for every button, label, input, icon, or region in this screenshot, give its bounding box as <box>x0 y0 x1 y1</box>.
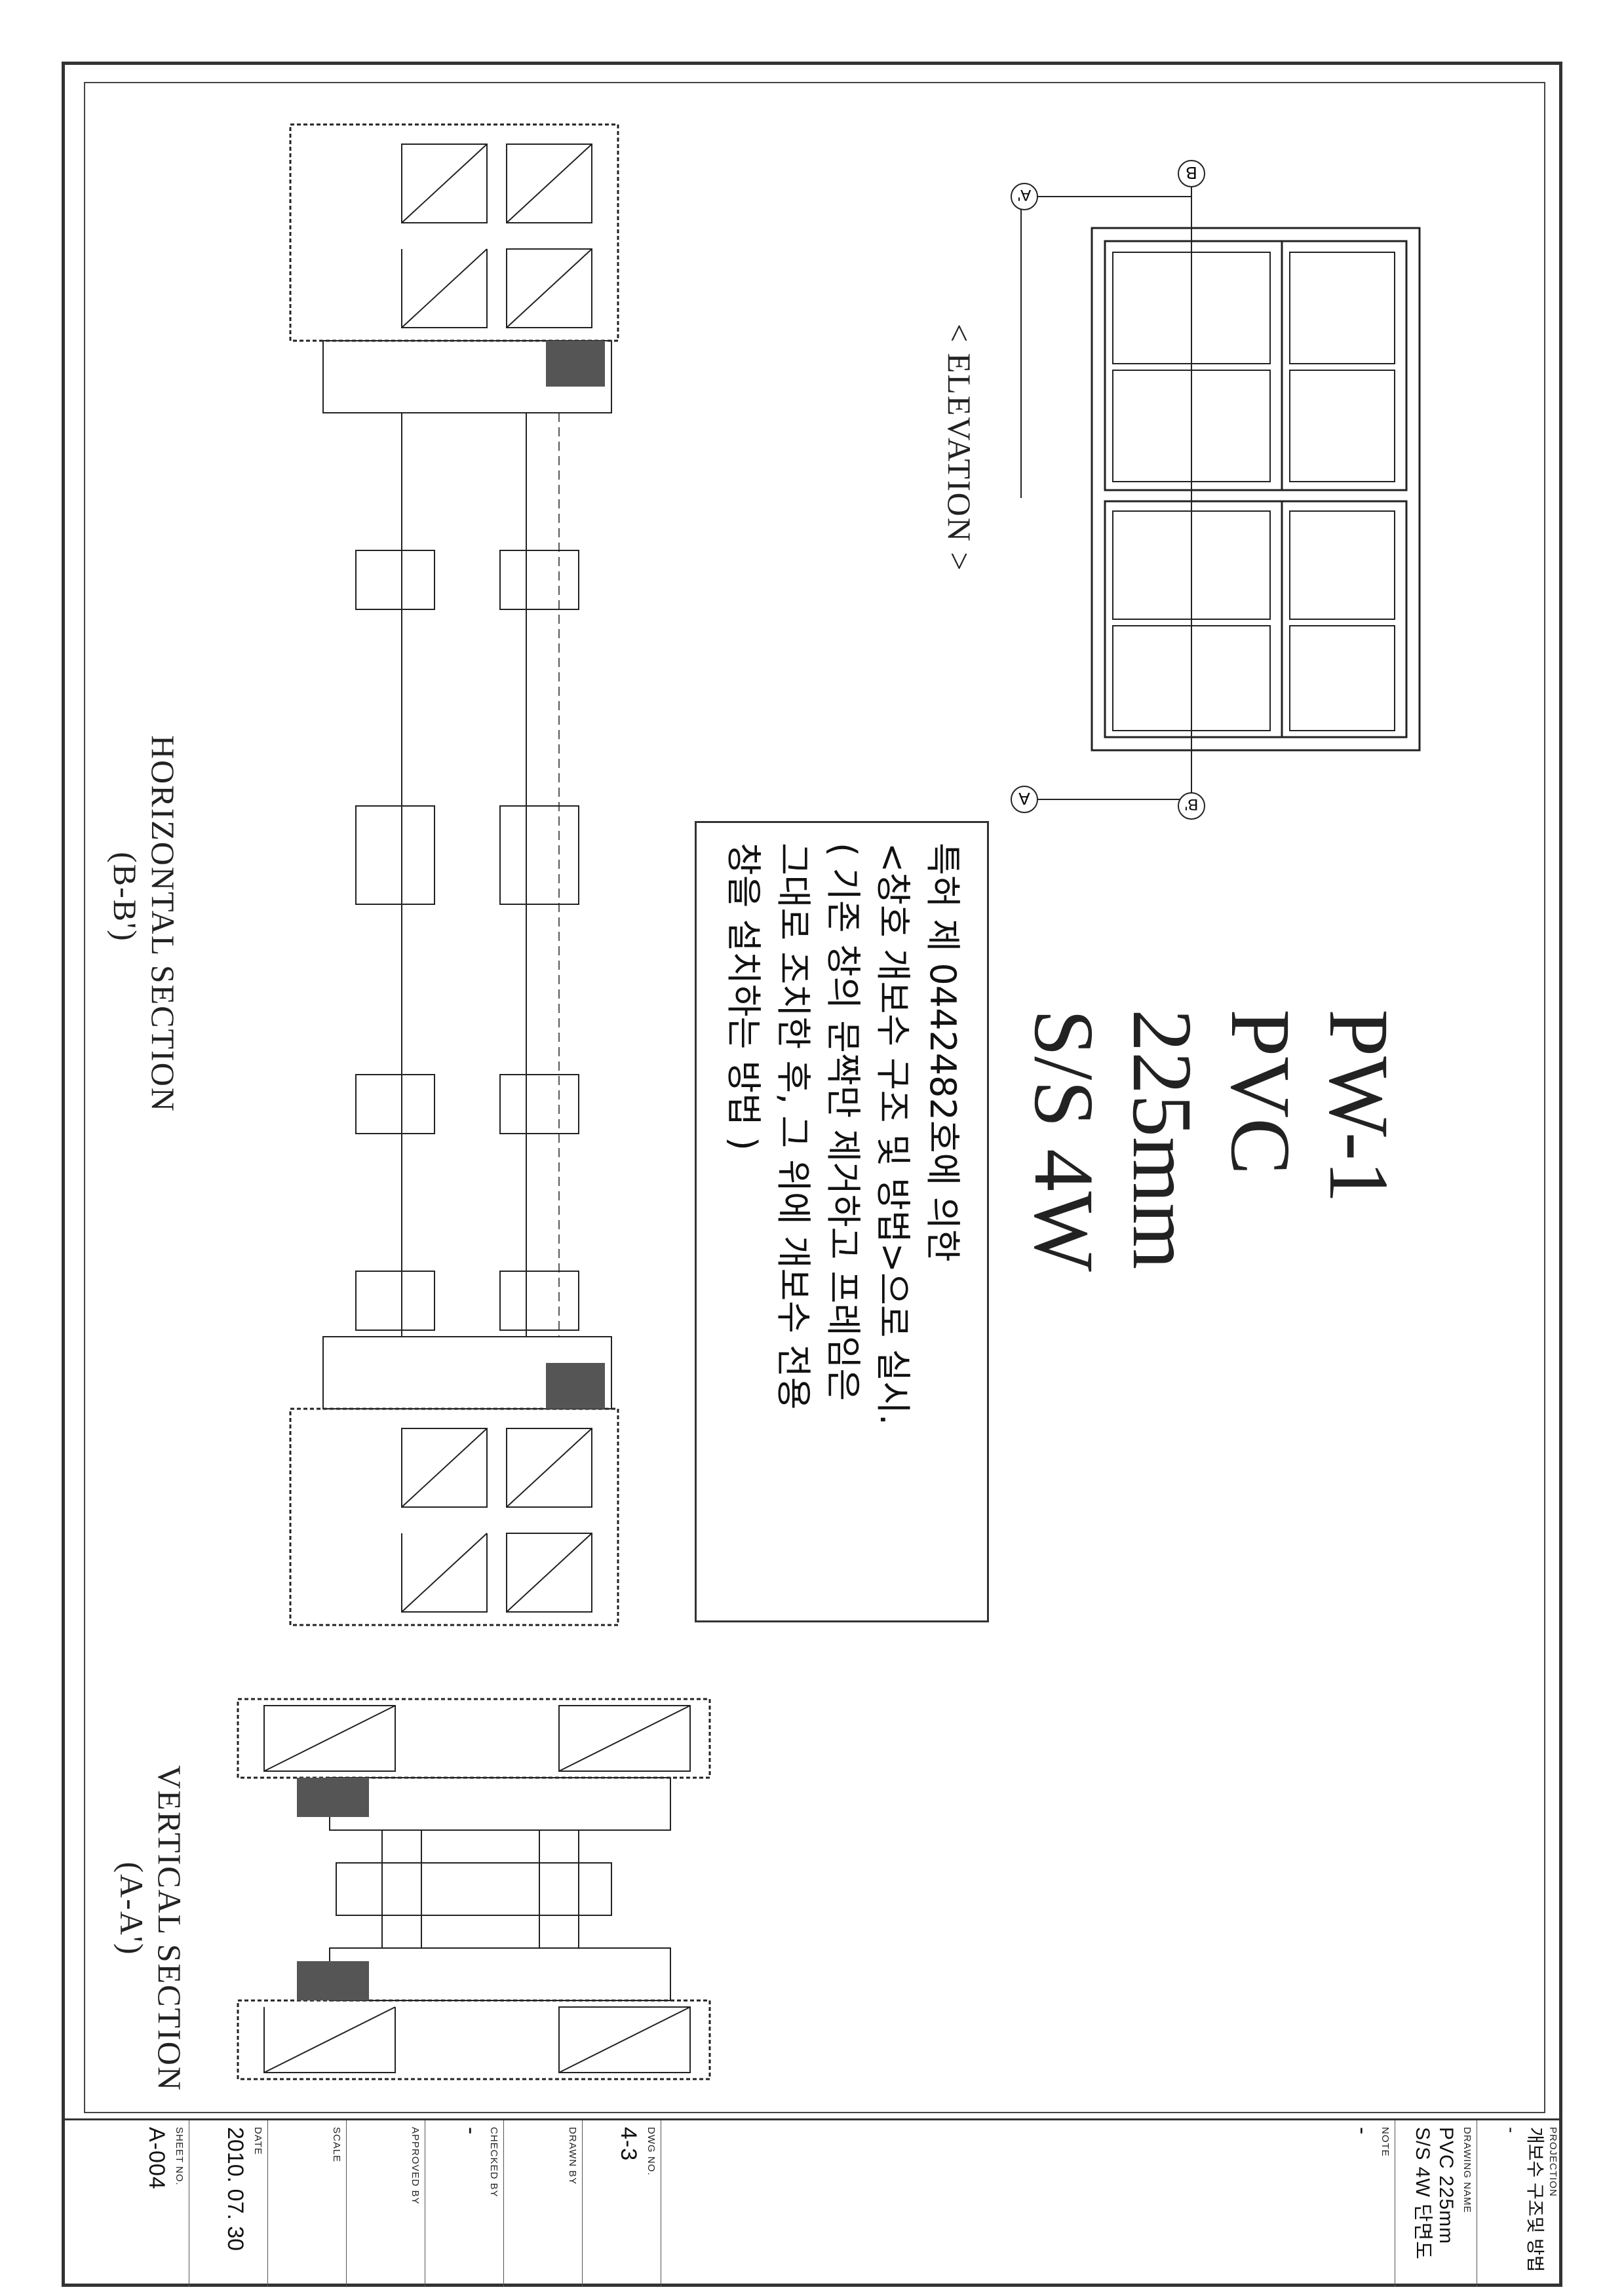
note-label: NOTE <box>1380 2127 1391 2157</box>
scale-label: SCALE <box>331 2127 342 2163</box>
title-line: 225mm <box>1115 1009 1209 1270</box>
drawing-name-label: DRAWING NAME <box>1461 2127 1473 2213</box>
title-line: S/S 4W <box>1016 1009 1111 1272</box>
sheet-no-label: SHEET NO. <box>174 2127 185 2186</box>
dwg-no-label: DWG NO. <box>646 2127 657 2176</box>
svg-text:B': B' <box>1185 795 1199 813</box>
elevation-label: < ELEVATION > <box>941 324 978 572</box>
section-marker-b: B <box>1178 160 1205 187</box>
window-type-title: PW-1 PVC 225mm S/S 4W <box>1015 1009 1408 1272</box>
note-line: ( 기존 창의 문짝만 제거하고 프레임은 <box>822 843 864 1402</box>
note-value: - <box>1350 2127 1375 2135</box>
svg-text:A': A' <box>1018 186 1032 204</box>
horizontal-section-ref: (B-B') <box>107 852 144 942</box>
projection-value: 개보수 구조및 방법 <box>1525 2127 1545 2272</box>
svg-text:A: A <box>1018 789 1030 809</box>
approved-by-field: APPROVED BY <box>347 2120 425 2287</box>
checked-by-value: - <box>459 2127 484 2135</box>
sheet-no-value: A-004 <box>144 2127 169 2190</box>
date-value: 2010. 07. 30 <box>223 2127 248 2251</box>
scale-field: SCALE <box>268 2120 347 2287</box>
section-marker-b-prime: B' <box>1178 792 1205 820</box>
vertical-section-label: VERTICAL SECTION (A-A') <box>113 1765 189 2092</box>
vertical-section-ref: (A-A') <box>113 1862 150 1956</box>
projection-extra: - <box>1501 2127 1522 2134</box>
projection-label: PROJECTION <box>1547 2127 1558 2197</box>
drawing-name-line: S/S 4W 단면도 <box>1412 2127 1433 2260</box>
section-marker-a: A <box>1011 786 1038 813</box>
title-line: PW-1 <box>1311 1009 1406 1204</box>
drawn-by-label: DRAWN BY <box>567 2127 578 2185</box>
title-line: PVC <box>1213 1009 1307 1175</box>
vertical-section-drawing <box>237 1698 711 2080</box>
section-marker-a-prime: A' <box>1011 183 1038 210</box>
drawing-name-line: PVC 225mm <box>1435 2127 1457 2245</box>
elevation-drawing: B B' A' A <box>1011 160 1421 820</box>
note-line: 그대로 조치한 후, 그 위에 개보수 전용 <box>773 843 814 1410</box>
horizontal-section-drawing <box>289 123 619 1626</box>
note-line: 특허 제 0442482호에 의한 <box>922 843 963 1262</box>
dwg-no-value: 4-3 <box>616 2127 641 2162</box>
drawn-by-field: DRAWN BY <box>504 2120 583 2287</box>
projection-field: PROJECTION 개보수 구조및 방법 - <box>1477 2120 1562 2287</box>
window-outer-frame <box>1091 227 1421 752</box>
svg-text:B: B <box>1186 163 1197 183</box>
date-field: DATE 2010. 07. 30 <box>189 2120 268 2287</box>
horizontal-section-title: HORIZONTAL SECTION <box>145 735 182 1113</box>
approved-by-label: APPROVED BY <box>410 2127 421 2205</box>
horizontal-section-label: HORIZONTAL SECTION (B-B') <box>106 735 182 1113</box>
checked-by-field: CHECKED BY - <box>425 2120 504 2287</box>
drawing-name-field: DRAWING NAME PVC 225mm S/S 4W 단면도 <box>1395 2120 1477 2287</box>
sheet-no-field: SHEET NO. A-004 <box>62 2120 189 2287</box>
date-label: DATE <box>252 2127 263 2155</box>
title-block: PROJECTION 개보수 구조및 방법 - DRAWING NAME PVC… <box>62 2118 1562 2287</box>
vertical-section-title: VERTICAL SECTION <box>151 1765 188 2092</box>
note-field: NOTE - <box>661 2120 1395 2287</box>
note-line: <창호 개보수 구조 및 방법>으로 실시. <box>872 843 914 1426</box>
patent-note-box: 특허 제 0442482호에 의한 <창호 개보수 구조 및 방법>으로 실시.… <box>695 821 989 1622</box>
checked-by-label: CHECKED BY <box>488 2127 499 2198</box>
note-line: 창을 설치하는 방법 ) <box>723 843 764 1151</box>
dwg-no-field: DWG NO. 4-3 <box>583 2120 661 2287</box>
